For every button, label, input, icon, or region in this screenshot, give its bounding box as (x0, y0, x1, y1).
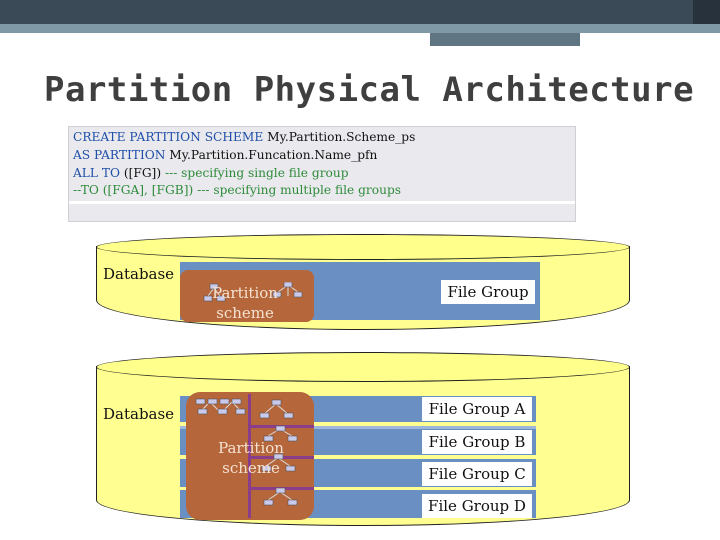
database-label: Database (103, 405, 175, 423)
partition-tree-icon (195, 398, 298, 506)
code-comment: --TO ([FGA], [FGB]) --- specifying multi… (73, 183, 401, 197)
database-label: Database (103, 265, 175, 283)
file-group-b-label: File Group B (422, 430, 532, 454)
slide-title: Partition Physical Architecture (44, 70, 695, 110)
header-tab (430, 33, 580, 46)
code-text: My.Partition.Scheme_ps (263, 130, 416, 144)
code-keyword: ALL TO (73, 166, 120, 180)
code-text: ([FG]) (119, 166, 162, 180)
file-group-a-label: File Group A (422, 397, 532, 421)
code-keyword: CREATE PARTITION SCHEME (73, 130, 264, 144)
partition-scheme-block (180, 270, 314, 322)
code-text: My.Partition.Funcation.Name_pfn (165, 148, 378, 162)
code-line-1: CREATE PARTITION SCHEME My.Partition.Sch… (73, 129, 415, 145)
header-bar (0, 0, 720, 24)
code-comment: --- specifying single file group (161, 166, 349, 180)
file-group-d-label: File Group D (422, 494, 532, 518)
band-gap (180, 426, 536, 429)
code-line-2: AS PARTITION My.Partition.Funcation.Name… (73, 147, 377, 163)
code-line-4: --TO ([FGA], [FGB]) --- specifying multi… (73, 182, 401, 198)
file-group-label: File Group (441, 280, 535, 304)
partition-scheme-label: Partition scheme (218, 439, 284, 477)
scheme-divider-vertical (248, 394, 251, 518)
partition-scheme-label: Partition scheme (212, 284, 278, 322)
code-line-3: ALL TO ([FG]) --- specifying single file… (73, 165, 349, 181)
header-subbar (0, 24, 720, 33)
cylinder-top (96, 234, 630, 260)
partition-tree-icon (203, 282, 303, 302)
code-keyword: AS PARTITION (73, 148, 166, 162)
header-accent (693, 0, 720, 24)
cylinder-top (96, 352, 630, 382)
file-group-c-label: File Group C (422, 462, 532, 486)
code-box: CREATE PARTITION SCHEME My.Partition.Sch… (68, 126, 576, 222)
code-separator (69, 201, 575, 204)
